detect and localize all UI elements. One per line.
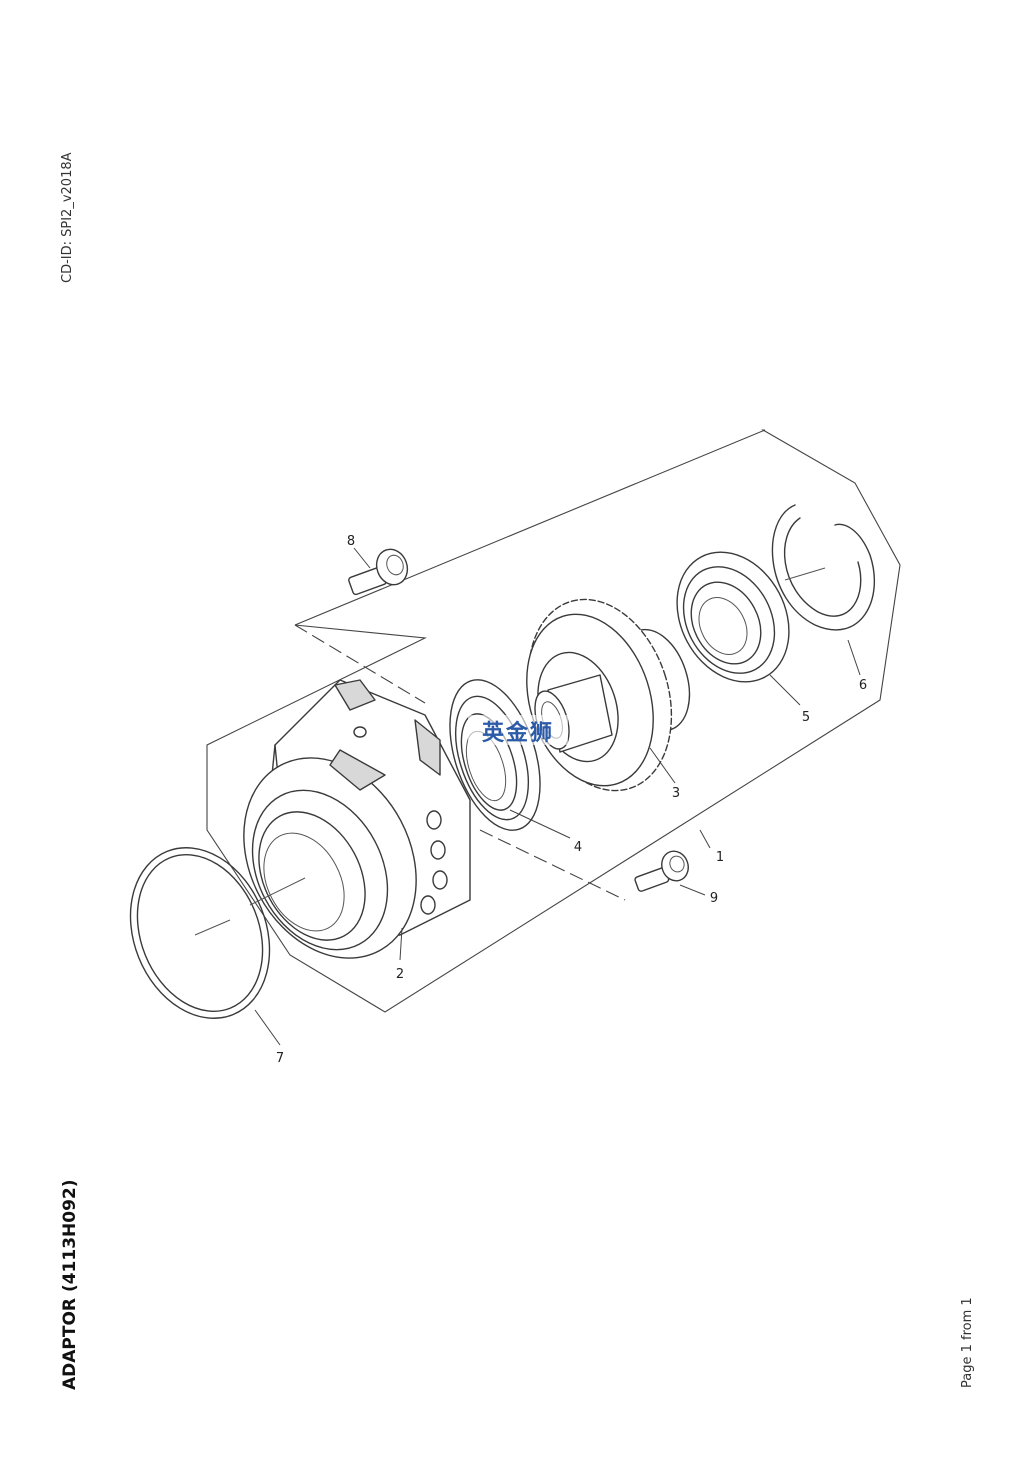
leader-line-4	[509, 809, 571, 839]
alignment-line-bolt-8	[294, 624, 426, 704]
watermark-logo: 英金狮	[468, 715, 568, 746]
callout-6: 6	[859, 678, 867, 693]
leader-line-5	[769, 674, 801, 706]
leader-line-8	[353, 547, 371, 569]
bolt-8-part	[348, 548, 409, 596]
leader-line-7	[254, 1009, 281, 1046]
callout-2: 2	[396, 967, 404, 982]
assembly-frame	[206, 429, 901, 1013]
callout-7: 7	[276, 1051, 284, 1066]
bearing-5-part	[676, 551, 790, 683]
bolt-9-part	[634, 850, 689, 892]
callout-1: 1	[716, 850, 724, 865]
leader-line-9	[679, 884, 706, 896]
svg-text:英金狮: 英金狮	[482, 720, 554, 746]
callout-9: 9	[710, 891, 718, 906]
callout-5: 5	[802, 710, 810, 725]
leader-line-6	[847, 639, 861, 676]
leader-line-1	[699, 829, 711, 849]
housing-part	[243, 679, 471, 959]
retaining-ring-part	[771, 504, 875, 631]
leader-line-3	[649, 747, 676, 784]
o-ring-part	[129, 847, 271, 1019]
callout-4: 4	[574, 840, 582, 855]
callout-3: 3	[672, 786, 680, 801]
callout-8: 8	[347, 534, 355, 549]
alignment-line-bolt-9	[479, 829, 626, 901]
leader-line-2	[399, 927, 403, 961]
